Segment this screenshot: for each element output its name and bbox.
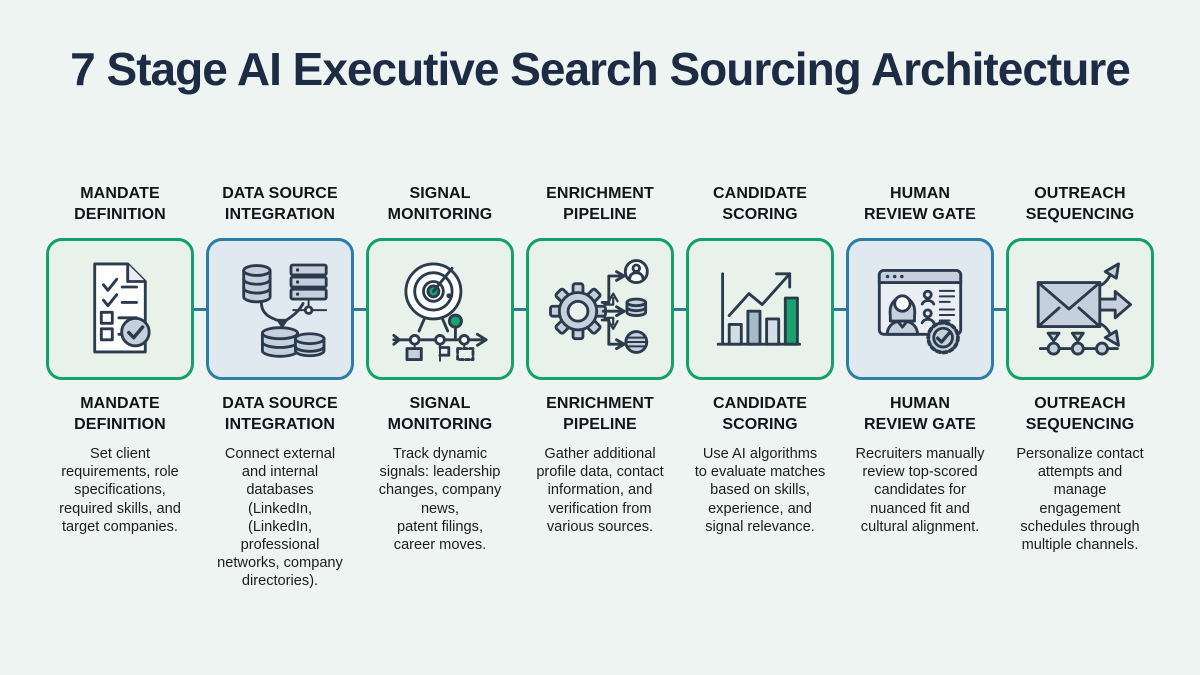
- stage-enrichment-pipeline: ENRICHMENT PIPELINE: [520, 183, 680, 590]
- stage-bottom-label: ENRICHMENT PIPELINE: [546, 395, 654, 434]
- stage-signal-monitoring: SIGNAL MONITORING S: [360, 183, 520, 590]
- stage-icon-box: [46, 238, 194, 380]
- stage-bottom-label: OUTREACH SEQUENCING: [1025, 395, 1135, 434]
- bar-chart-growth-icon: [716, 272, 802, 346]
- stage-bottom-label: CANDIDATE SCORING: [713, 395, 807, 434]
- stage-top-label: ENRICHMENT PIPELINE: [546, 185, 654, 224]
- envelope-sequence-icon: [1036, 262, 1133, 356]
- stage-icon-box: [846, 238, 994, 380]
- stage-bottom-label: SIGNAL MONITORING: [387, 395, 493, 434]
- stage-top-label: OUTREACH SEQUENCING: [1025, 185, 1135, 224]
- profile-review-badge-icon: [877, 269, 963, 355]
- page-title: 7 Stage AI Executive Search Sourcing Arc…: [70, 43, 1131, 95]
- stage-bottom-label: HUMAN REVIEW GATE: [864, 395, 976, 434]
- stage-top-label: CANDIDATE SCORING: [713, 185, 807, 224]
- stage-mandate-definition: MANDATE DEFINITION MANDATE DEFINITION Se…: [40, 183, 200, 590]
- stage-row: MANDATE DEFINITION MANDATE DEFINITION Se…: [40, 183, 1160, 590]
- stage-icon-box: [526, 238, 674, 380]
- stage-candidate-scoring: CANDIDATE SCORING CANDIDATE SCORING Use …: [680, 183, 840, 590]
- radar-timeline-icon: [392, 262, 488, 362]
- stage-icon-box: [1006, 238, 1154, 380]
- stage-top-label: HUMAN REVIEW GATE: [864, 185, 976, 224]
- stage-description: Connect external and internal databases …: [217, 446, 343, 589]
- stage-top-label: MANDATE DEFINITION: [74, 185, 166, 224]
- stage-icon-box: [686, 238, 834, 380]
- document-checklist-icon: [93, 262, 151, 354]
- stage-icon-box: [206, 238, 354, 380]
- stage-description: Personalize contact attempts and manage …: [1016, 446, 1144, 553]
- stage-data-source-integration: DATA SOURCE INTEGRATION: [200, 183, 360, 590]
- stage-top-label: DATA SOURCE INTEGRATION: [222, 185, 338, 224]
- stage-top-label: SIGNAL MONITORING: [387, 185, 493, 224]
- stage-icon-box: [366, 238, 514, 380]
- stage-description: Use AI algorithms to evaluate matches ba…: [694, 446, 826, 535]
- stage-description: Set client requirements, role specificat…: [59, 446, 181, 535]
- stage-outreach-sequencing: OUTREACH SEQUENCING OUTREACH SEQUENCING …: [1000, 183, 1160, 590]
- gear-pipeline-icon: [549, 259, 649, 354]
- stage-description: Gather additional profile data, contact …: [536, 446, 664, 535]
- stage-description: Recruiters manually review top-scored ca…: [855, 446, 985, 535]
- database-integration-icon: [242, 263, 328, 358]
- stage-description: Track dynamic signals: leadership change…: [378, 446, 502, 553]
- stage-bottom-label: MANDATE DEFINITION: [74, 395, 166, 434]
- stage-bottom-label: DATA SOURCE INTEGRATION: [222, 395, 338, 434]
- stage-human-review-gate: HUMAN REVIEW GATE H: [840, 183, 1000, 590]
